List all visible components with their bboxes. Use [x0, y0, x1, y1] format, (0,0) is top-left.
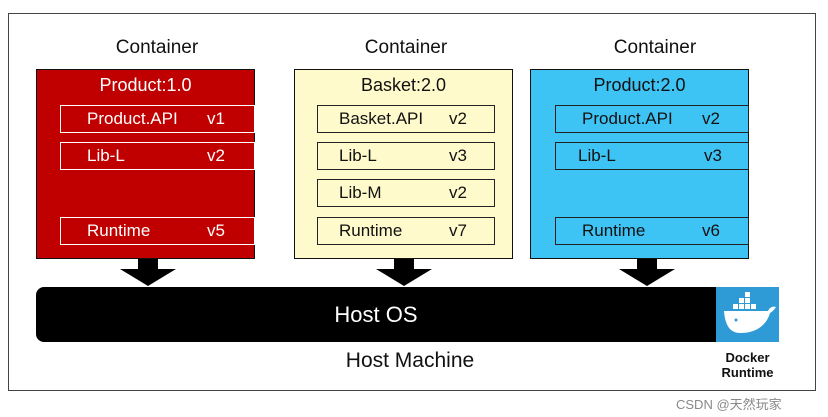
component-version: v6 [702, 221, 720, 240]
component-version: v3 [704, 146, 722, 165]
container-box-basket: Basket:2.0 Basket.API v2 Lib-L v3 Lib-M … [294, 69, 513, 259]
component-version: v3 [449, 146, 467, 165]
component-name: Lib-L [339, 146, 377, 165]
host-machine-label: Host Machine [345, 349, 475, 372]
container-title-1: Container [115, 37, 199, 58]
component-version: v5 [207, 221, 225, 240]
component-version: v2 [702, 109, 720, 128]
down-arrow-icon [376, 259, 432, 286]
container-title-3: Container [613, 37, 697, 58]
component-name: Lib-L [578, 146, 616, 165]
component-row: Product.API v1 [60, 105, 255, 133]
component-name: Basket.API [339, 109, 424, 128]
component-version: v1 [207, 109, 225, 128]
component-row: Runtime v5 [60, 217, 255, 245]
docker-label-line2: Runtime [721, 365, 774, 380]
component-row: Lib-M v2 [317, 179, 495, 207]
component-name: Product.API [582, 109, 673, 128]
down-arrow-icon [120, 259, 176, 286]
docker-label-line1: Docker [725, 350, 770, 365]
component-name: Lib-L [87, 146, 125, 165]
container-title-2: Container [364, 37, 448, 58]
docker-runtime-box [716, 287, 779, 342]
container-image-label: Product:1.0 [99, 75, 192, 95]
component-name: Runtime [582, 221, 646, 240]
component-row: Lib-L v2 [60, 142, 255, 170]
docker-whale-icon [724, 292, 776, 333]
component-name: Runtime [339, 221, 403, 240]
component-row: Basket.API v2 [317, 105, 495, 133]
watermark: CSDN @天然玩家 [676, 397, 782, 412]
container-box-product-1: Product:1.0 Product.API v1 Lib-L v2 Runt… [36, 69, 255, 259]
component-row: Runtime v6 [555, 217, 749, 245]
container-image-label: Product:2.0 [593, 75, 686, 95]
component-name: Lib-M [339, 183, 382, 202]
component-version: v2 [449, 183, 467, 202]
component-name: Product.API [87, 109, 178, 128]
component-row: Runtime v7 [317, 217, 495, 245]
host-os-label: Host OS [334, 302, 418, 327]
component-version: v2 [449, 109, 467, 128]
component-version: v7 [449, 221, 467, 240]
component-row: Product.API v2 [555, 105, 749, 133]
host-os-bar [36, 287, 779, 342]
container-box-product-2: Product:2.0 Product.API v2 Lib-L v3 Runt… [530, 69, 749, 259]
component-row: Lib-L v3 [317, 142, 495, 170]
down-arrow-icon [619, 259, 675, 286]
component-name: Runtime [87, 221, 151, 240]
docker-runtime-label: Docker Runtime [706, 350, 789, 380]
component-version: v2 [207, 146, 225, 165]
container-image-label: Basket:2.0 [360, 75, 447, 95]
component-row: Lib-L v3 [555, 142, 749, 170]
